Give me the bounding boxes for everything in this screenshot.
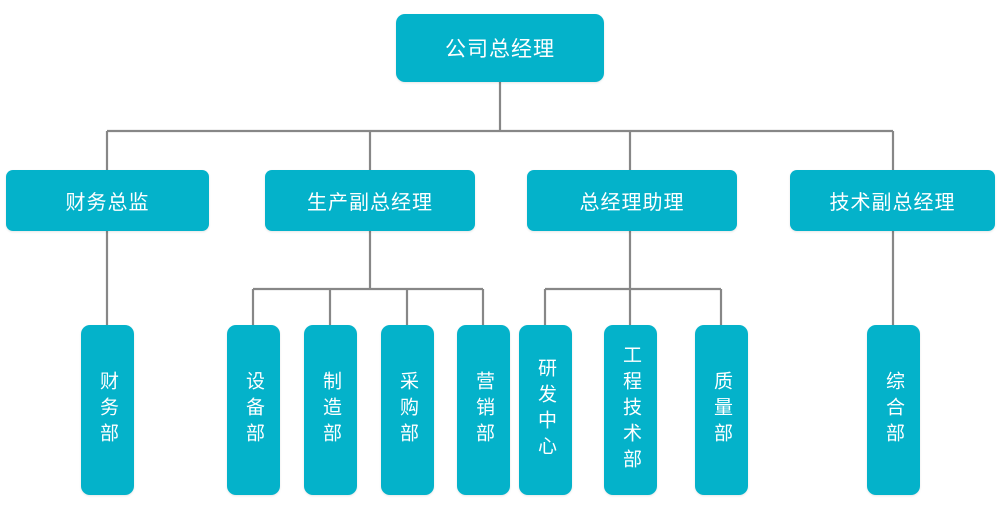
node-production-vice-general-manager[interactable]: 生产副总经理 [265,170,475,231]
node-label: 财务总监 [65,192,150,214]
node-equipment-department[interactable]: 设备部 [227,325,280,495]
node-label: 财务部 [97,371,118,449]
node-general-affairs-department[interactable]: 综合部 [867,325,920,495]
node-label: 总经理助理 [579,192,685,214]
node-marketing-department[interactable]: 营销部 [457,325,510,495]
node-rnd-center[interactable]: 研发中心 [519,325,572,495]
node-engineering-technology-department[interactable]: 工程技术部 [604,325,657,495]
node-label: 研发中心 [535,358,556,462]
node-technical-vice-general-manager[interactable]: 技术副总经理 [790,170,995,231]
node-company-general-manager[interactable]: 公司总经理 [396,14,604,82]
node-label: 公司总经理 [445,38,555,61]
node-label: 设备部 [243,371,264,449]
node-label: 生产副总经理 [307,192,433,214]
node-label: 制造部 [320,371,341,449]
node-manufacturing-department[interactable]: 制造部 [304,325,357,495]
node-label: 质量部 [711,371,732,449]
node-label: 工程技术部 [620,345,641,475]
node-general-manager-assistant[interactable]: 总经理助理 [527,170,737,231]
node-finance-director[interactable]: 财务总监 [6,170,209,231]
node-quality-department[interactable]: 质量部 [695,325,748,495]
node-finance-department[interactable]: 财务部 [81,325,134,495]
node-label: 营销部 [473,371,494,449]
node-procurement-department[interactable]: 采购部 [381,325,434,495]
node-label: 采购部 [397,371,418,449]
node-label: 综合部 [883,371,904,449]
node-label: 技术副总经理 [829,192,956,214]
